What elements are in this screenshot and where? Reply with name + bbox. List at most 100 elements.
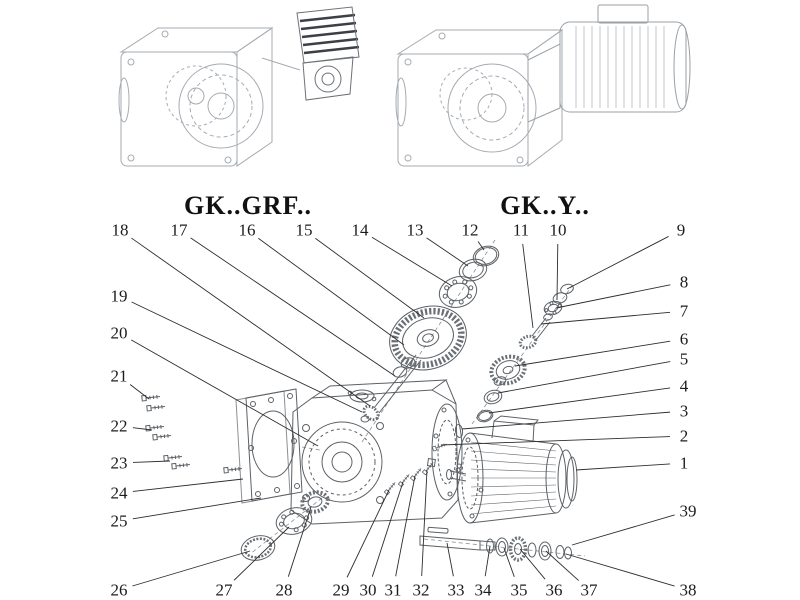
callout-5: 5 [679,349,689,369]
callout-28: 28 [275,580,293,600]
leader-line-38 [565,553,675,587]
callout-29: 29 [332,580,350,600]
leader-line-10 [556,243,559,301]
leader-line-39 [571,514,675,546]
callout-11: 11 [512,220,530,240]
seal-ring [472,245,500,267]
callout-30: 30 [359,580,377,600]
leader-line-19 [131,301,363,413]
leader-line-13 [426,237,469,267]
callout-27: 27 [215,580,233,600]
callout-14: 14 [351,220,369,240]
model-label-y: GK..Y.. [500,191,590,220]
leader-line-5 [497,361,671,394]
callout-26: 26 [110,580,128,600]
lower-pinion [300,490,330,514]
callout-33: 33 [447,580,465,600]
motor-drawing [527,4,691,123]
callout-13: 13 [406,220,424,240]
leader-line-4 [488,387,671,414]
gearbox-y-drawing [395,4,691,168]
leader-line-27 [233,526,290,581]
callout-39: 39 [679,501,697,521]
callout-17: 17 [170,220,188,240]
model-label-grf: GK..GRF.. [184,191,312,220]
input-bearing [543,300,563,316]
callout-31: 31 [384,580,402,600]
leader-line-1 [575,463,671,471]
callout-8: 8 [679,272,689,292]
callout-6: 6 [679,329,689,349]
callout-12: 12 [461,220,479,240]
callout-24: 24 [110,483,128,503]
leader-line-20 [130,339,319,447]
callout-19: 19 [110,286,128,306]
leader-line-24 [132,478,244,492]
leader-line-37 [545,550,579,581]
callout-1: 1 [679,453,689,473]
callout-7: 7 [679,301,689,321]
main-bearing [438,276,478,308]
leader-line-3 [461,411,671,430]
callout-15: 15 [295,220,313,240]
callout-4: 4 [679,376,689,396]
terminal-box [597,4,649,24]
callout-37: 37 [580,580,598,600]
callout-25: 25 [110,511,128,531]
leader-line-14 [371,236,453,287]
leader-line-36 [519,548,546,580]
callout-35: 35 [510,580,528,600]
callout-9: 9 [676,220,686,240]
input-cover-fins [299,13,360,55]
shaft-bearing-rear [538,541,552,561]
callout-34: 34 [474,580,492,600]
leader-line-30 [371,481,404,577]
leader-line-26 [132,550,251,587]
callout-20: 20 [110,323,128,343]
leader-line-6 [514,340,671,367]
shaft-key [427,526,449,534]
callout-32: 32 [412,580,430,600]
motor-fins [470,441,557,515]
callout-2: 2 [679,426,689,446]
leader-line-2 [440,436,671,446]
leader-line-34 [484,545,491,577]
callout-3: 3 [679,401,689,421]
callout-18: 18 [111,220,129,240]
callout-22: 22 [110,416,128,436]
motor-terminal-box [491,420,535,443]
leader-line-32 [421,469,428,577]
callout-16: 16 [238,220,256,240]
callout-23: 23 [110,453,128,473]
callout-36: 36 [545,580,563,600]
leader-line-35 [503,547,515,577]
callout-21: 21 [110,366,128,386]
leader-line-25 [132,497,262,520]
leader-line-31 [395,475,416,577]
leader-line-7 [540,311,671,325]
callout-10: 10 [549,220,567,240]
output-shaft-assembly [419,526,572,562]
leader-line-29 [346,489,390,578]
leader-line-23 [132,460,171,463]
shaft-bearing-front [495,537,509,557]
housing-bolts [383,458,436,496]
gear-housing [290,379,463,525]
leader-line-22 [132,427,153,431]
shaft-gear [508,536,528,562]
electric-motor [446,415,578,524]
leader-line-17 [190,237,396,377]
leader-line-12 [477,241,485,251]
leader-line-21 [129,384,150,400]
leader-line-8 [555,284,671,309]
leader-line-18 [131,237,371,407]
leader-line-33 [446,542,454,577]
gearbox-grf-drawing [118,6,360,167]
leader-line-9 [566,236,669,290]
leader-line-28 [287,506,312,577]
callout-38: 38 [679,580,697,600]
lower-bearing [275,507,313,535]
leader-line-15 [315,237,425,319]
leader-line-11 [522,243,534,329]
